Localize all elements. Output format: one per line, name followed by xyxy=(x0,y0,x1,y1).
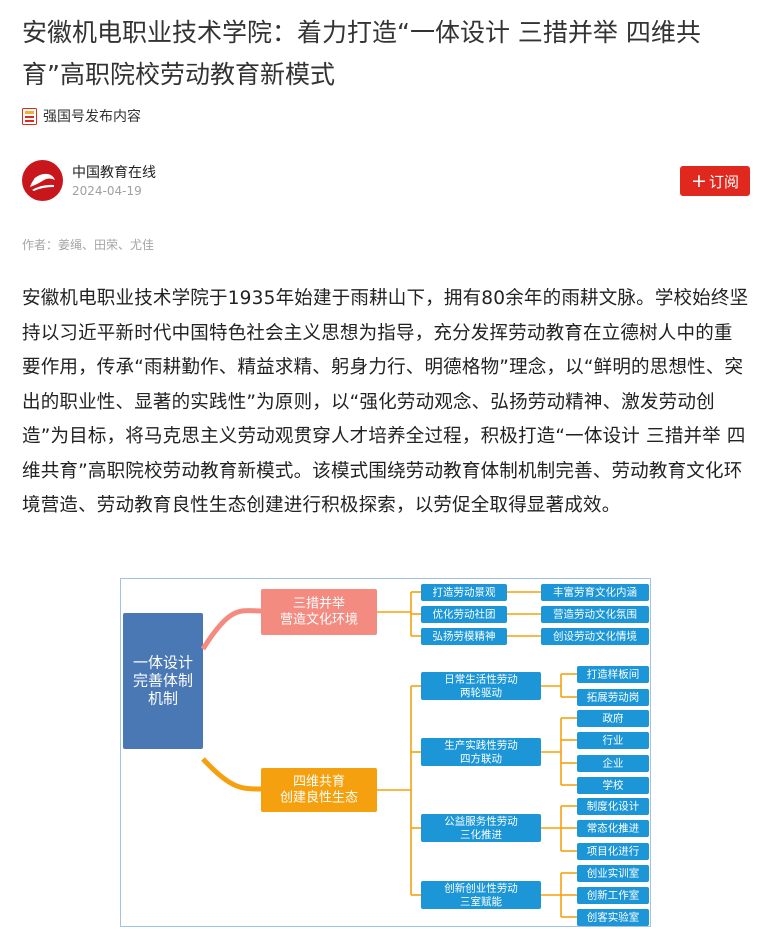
branch2-node xyxy=(261,768,377,812)
branch1-node-text: 营造文化环境 xyxy=(280,613,358,628)
group-node xyxy=(421,814,541,842)
root-node xyxy=(123,613,203,749)
branch2-node-text: 四维共育 xyxy=(293,774,345,790)
branch1-item-left-text: 打造劳动景观 xyxy=(433,586,496,599)
leaf-node xyxy=(577,909,649,926)
branch1-item-right xyxy=(541,606,649,623)
leaf-node xyxy=(577,820,649,837)
group-node xyxy=(421,738,541,766)
root-node-text: 机制 xyxy=(148,690,178,708)
branch1-item-left-text: 优化劳动社团 xyxy=(433,608,496,621)
leaf-node-text: 制度化设计 xyxy=(587,800,640,813)
author-row: 中国教育在线 2024-04-19 + 订阅 xyxy=(22,160,750,204)
subscribe-label: 订阅 xyxy=(708,172,739,191)
leaf-node xyxy=(577,710,649,727)
group-node-text: 生产实践性劳动 xyxy=(444,738,518,751)
leaf-node xyxy=(577,777,649,794)
leaf-node-text: 项目化进行 xyxy=(587,845,640,858)
leaf-node xyxy=(577,843,649,860)
byline: 作者：姜绳、田荣、尤佳 xyxy=(22,238,155,252)
leaf-node xyxy=(577,666,649,683)
leaf-node xyxy=(577,755,649,772)
leaf-node-text: 拓展劳动岗 xyxy=(587,691,640,704)
branch1-curve xyxy=(200,608,262,651)
leaf-node-text: 常态化推进 xyxy=(587,822,640,835)
article-figure: 一体设计完善体制机制 三措并举营造文化环境 打造劳动景观 丰富劳育文化内涵优化劳动社团… xyxy=(120,578,651,927)
article-title: 安徽机电职业技术学院：着力打造“一体设计 三措并举 四维共育”高职院校劳动教育新… xyxy=(22,18,701,89)
group-node-text: 公益服务性劳动 xyxy=(444,814,518,827)
leaf-node xyxy=(577,732,649,749)
leaf-node-text: 创新工作室 xyxy=(587,889,640,902)
article-paragraph: 安徽机电职业技术学院于1935年始建于雨耕山下，拥有80余年的雨耕文脉。学校始终… xyxy=(22,288,749,516)
branch1-item-right-text: 营造劳动文化氛围 xyxy=(553,608,637,621)
leaf-node-text: 企业 xyxy=(603,757,624,770)
branch2-curve xyxy=(201,757,262,792)
group-node xyxy=(421,881,541,909)
leaf-node xyxy=(577,798,649,815)
plus-icon: + xyxy=(691,169,707,192)
leaf-node xyxy=(577,689,649,706)
avatar[interactable] xyxy=(22,160,63,201)
author-name[interactable]: 中国教育在线 xyxy=(72,165,156,181)
branch1-item-right xyxy=(541,584,649,601)
branch1-item-right xyxy=(541,628,649,645)
publish-date: 2024-04-19 xyxy=(72,184,142,198)
group-node-text: 三化推进 xyxy=(460,828,502,841)
qiangguo-badge-icon xyxy=(22,107,37,125)
branch1-item-right-text: 创设劳动文化情境 xyxy=(553,630,637,643)
leaf-node-text: 创客实验室 xyxy=(587,911,640,924)
branch1-node-text: 三措并举 xyxy=(293,597,345,612)
branch1-item-left xyxy=(421,584,507,601)
root-node-text: 一体设计 xyxy=(133,654,193,672)
leaf-node xyxy=(577,865,649,882)
source-label: 强国号发布内容 xyxy=(43,109,141,125)
branch1-item-left xyxy=(421,628,507,645)
leaf-node xyxy=(577,887,649,904)
leaf-node-text: 政府 xyxy=(603,712,624,725)
group-node-text: 日常生活性劳动 xyxy=(444,672,518,685)
branch1-item-right-text: 丰富劳育文化内涵 xyxy=(553,586,637,599)
leaf-node-text: 行业 xyxy=(603,734,624,747)
subscribe-button[interactable]: + 订阅 xyxy=(680,166,750,196)
branch1-item-left xyxy=(421,606,507,623)
group-node-text: 创新创业性劳动 xyxy=(444,881,518,894)
group-node-text: 两轮驱动 xyxy=(460,686,502,699)
branch1-node xyxy=(261,589,377,635)
branch2-node-text: 创建良性生态 xyxy=(280,790,358,806)
leaf-node-text: 学校 xyxy=(603,779,624,792)
group-node-text: 四方联动 xyxy=(460,752,502,765)
group-node xyxy=(421,672,541,700)
leaf-node-text: 创业实训室 xyxy=(587,867,640,880)
group-node-text: 三室赋能 xyxy=(460,895,502,908)
leaf-node-text: 打造样板间 xyxy=(587,668,640,681)
source-row: 强国号发布内容 xyxy=(22,106,141,126)
branch1-item-left-text: 弘扬劳模精神 xyxy=(433,630,496,643)
root-node-text: 完善体制 xyxy=(133,672,193,690)
